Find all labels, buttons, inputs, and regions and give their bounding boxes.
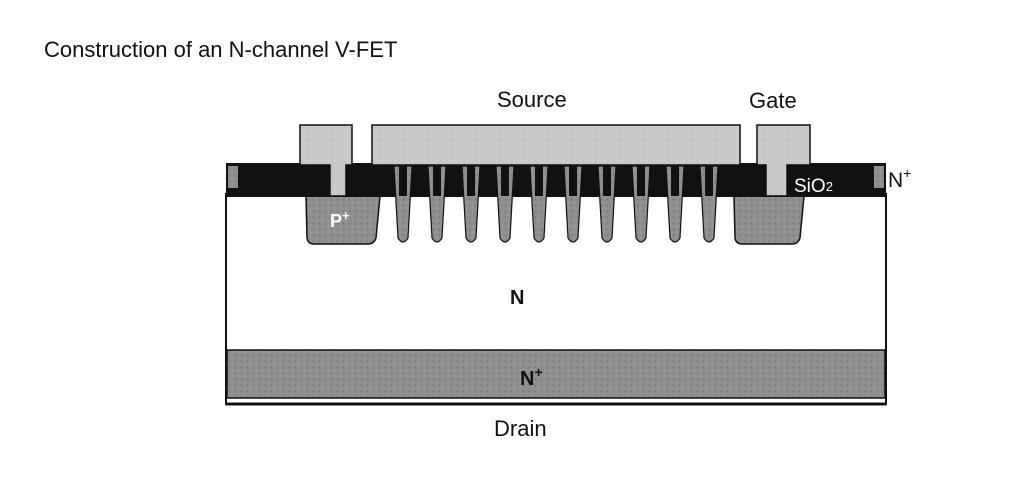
right-gate-metal (756, 124, 811, 197)
sio2-label: SiO2 (794, 176, 833, 197)
groove-array (393, 165, 719, 243)
groove-finger (529, 165, 549, 243)
source-metal (371, 124, 741, 166)
groove-core (637, 166, 645, 196)
groove-finger (461, 165, 481, 243)
groove-core (603, 166, 611, 196)
source-label: Source (497, 87, 567, 112)
groove-finger (597, 165, 617, 243)
n-plus-side-label: N+ (888, 165, 911, 192)
oxide-edge-left (228, 166, 238, 188)
groove-finger (427, 165, 447, 243)
groove-core (671, 166, 679, 196)
drain-label: Drain (494, 416, 547, 441)
p-plus-label: P+ (330, 208, 350, 231)
groove-core (433, 166, 441, 196)
groove-finger (393, 165, 413, 243)
left-gate-metal (299, 124, 353, 197)
n-plus-layer (226, 349, 886, 399)
n-region-label: N (510, 287, 524, 309)
groove-core (535, 166, 543, 196)
groove-finger (631, 165, 651, 243)
groove-finger (563, 165, 583, 243)
groove-core (705, 166, 713, 196)
oxide-edge-right (874, 166, 884, 188)
p-plus-region (305, 195, 381, 245)
groove-finger (699, 165, 719, 243)
groove-core (569, 166, 577, 196)
gate-label: Gate (749, 88, 797, 113)
diagram-title: Construction of an N-channel V-FET (44, 37, 397, 62)
groove-finger (665, 165, 685, 243)
n-plus-bottom-label: N+ (520, 364, 543, 390)
p-plus-region-right (733, 195, 805, 245)
groove-core (399, 166, 407, 196)
groove-core (467, 166, 475, 196)
groove-core (501, 166, 509, 196)
groove-finger (495, 165, 515, 243)
